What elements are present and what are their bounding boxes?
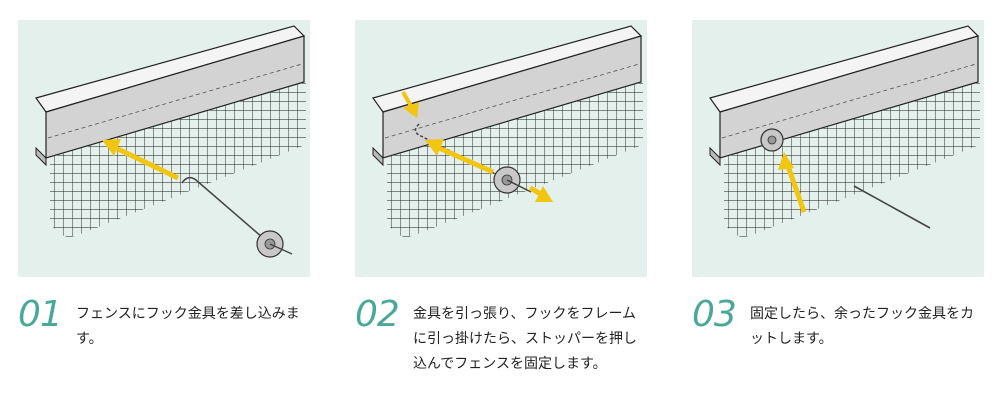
hook-fitting [414,123,532,194]
step-description: 固定したら、余ったフック金具をカットします。 [750,306,974,347]
step-description: フェンスにフック金具を差し込みます。 [76,306,300,347]
step-number: 03 [692,294,737,335]
step-number: 02 [355,294,400,335]
insert-arrow [102,139,180,181]
step-2-illustration [355,20,647,277]
step-description: 金具を引っ張り、フックをフレームに引っ掛けたら、ストッパーを押し込んでフェンスを… [413,306,637,372]
pull-arrow [528,185,553,202]
hook-fitting [181,176,293,258]
cut-wire [853,185,931,229]
fence-frame [709,25,980,167]
fence-mesh [50,82,306,237]
fence-mesh [724,82,980,237]
hook-arrow [401,91,419,118]
step-3-illustration [692,20,984,277]
fence-frame [372,25,643,167]
fence-frame [35,25,306,167]
push-arrow [425,139,495,175]
stopper-arrow [778,152,807,213]
step-number: 01 [18,294,63,335]
step-1-illustration [18,20,310,277]
fence-mesh [387,82,643,237]
stopper [760,128,784,152]
